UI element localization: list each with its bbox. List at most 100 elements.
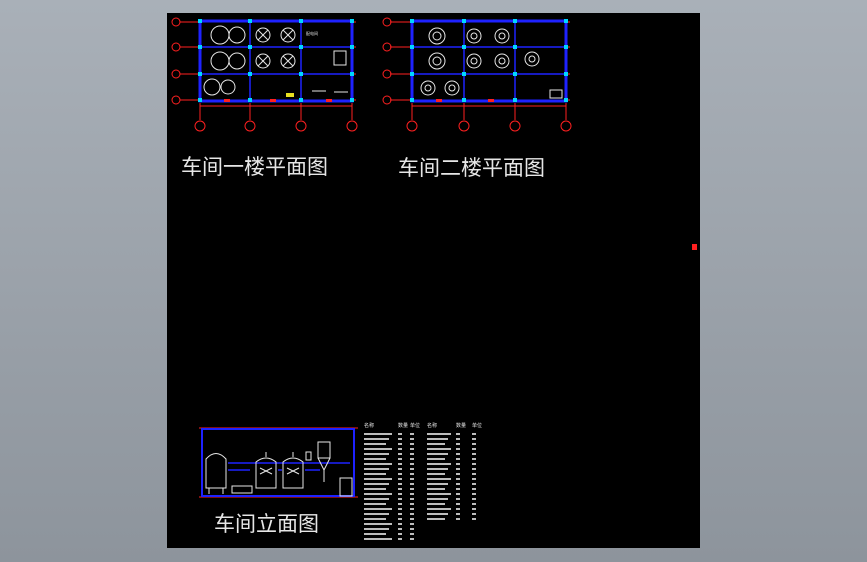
table-cell-stroke [427, 478, 451, 480]
table-cell-stroke [398, 498, 402, 500]
table-cell-stroke [398, 433, 402, 435]
table-cell-stroke [427, 453, 448, 455]
table-cell-stroke [398, 528, 402, 530]
table-cell-stroke [427, 518, 445, 520]
table-cell-stroke [410, 513, 414, 515]
equipment-table: 名称 数量 单位 名称 数量 单位 [364, 422, 482, 540]
table-cell-stroke [472, 458, 476, 460]
table-cell-stroke [427, 433, 451, 435]
table-cell-stroke [364, 448, 392, 450]
table-cell-stroke [398, 438, 402, 440]
plan1-outer-wall [198, 19, 354, 103]
table-cell-stroke [472, 518, 476, 520]
table-cell-stroke [364, 518, 386, 520]
table-cell-stroke [427, 483, 448, 485]
table-cell-stroke [472, 493, 476, 495]
plan1-inner-walls [200, 21, 352, 101]
table-cell-stroke [398, 453, 402, 455]
elevation-title: 车间立面图 [214, 512, 319, 536]
table-cell-stroke [364, 483, 389, 485]
table-cell-stroke [456, 518, 460, 520]
plan2-title: 车间二楼平面图 [398, 156, 545, 180]
table-cell-stroke [398, 523, 402, 525]
plan2-tanks [420, 27, 563, 99]
table-cell-stroke [398, 458, 402, 460]
table-cell-stroke [410, 518, 414, 520]
table-cell-stroke [364, 468, 389, 470]
table-cell-stroke [456, 463, 460, 465]
table-cell-stroke [410, 438, 414, 440]
table-cell-stroke [364, 528, 389, 530]
table-cell-stroke [364, 503, 386, 505]
table-cell-stroke [364, 478, 392, 480]
table-cell-stroke [472, 448, 476, 450]
table-header-unit-2: 单位 [472, 422, 482, 429]
table-cell-stroke [410, 483, 414, 485]
elevation-pipes [228, 462, 350, 471]
table-cell-stroke [410, 448, 414, 450]
table-cell-stroke [364, 498, 389, 500]
table-cell-stroke [398, 478, 402, 480]
table-cell-stroke [427, 458, 445, 460]
table-cell-stroke [398, 448, 402, 450]
table-cell-stroke [427, 463, 451, 465]
table-cell-stroke [472, 478, 476, 480]
table-cell-stroke [472, 498, 476, 500]
table-cell-stroke [427, 488, 445, 490]
table-cell-stroke [398, 443, 402, 445]
table-cell-stroke [364, 488, 386, 490]
table-cell-stroke [364, 523, 392, 525]
table-cell-stroke [472, 473, 476, 475]
table-header-unit-1: 单位 [410, 422, 420, 429]
table-cell-stroke [410, 488, 414, 490]
table-cell-stroke [364, 538, 392, 540]
edge-marker [692, 244, 697, 250]
table-cell-stroke [398, 463, 402, 465]
table-cell-stroke [456, 498, 460, 500]
table-cell-stroke [410, 443, 414, 445]
table-cell-stroke [410, 468, 414, 470]
table-header-qty-2: 数量 [456, 422, 466, 429]
table-cell-stroke [410, 523, 414, 525]
table-cell-stroke [410, 433, 414, 435]
table-header-name-1: 名称 [364, 422, 374, 429]
table-cell-stroke [410, 473, 414, 475]
table-cell-stroke [398, 468, 402, 470]
plan2-columns [410, 19, 568, 102]
elevation-view [199, 427, 358, 498]
table-cell-stroke [427, 438, 448, 440]
table-cell-stroke [456, 478, 460, 480]
second-floor-plan [382, 17, 572, 132]
table-cell-stroke [364, 463, 392, 465]
table-cell-stroke [427, 508, 451, 510]
table-cell-stroke [456, 493, 460, 495]
table-cell-stroke [472, 438, 476, 440]
table-cell-stroke [427, 473, 445, 475]
table-header-name-2: 名称 [427, 422, 437, 429]
table-cell-stroke [427, 498, 448, 500]
table-cell-stroke [398, 538, 402, 540]
elevation-equipment [205, 441, 353, 497]
table-cell-stroke [364, 513, 389, 515]
table-cell-stroke [427, 493, 451, 495]
table-cell-stroke [456, 448, 460, 450]
plan2-inner-walls [412, 21, 566, 101]
first-floor-plan: 配电间 [171, 17, 358, 132]
plan2-markers [436, 99, 494, 102]
table-cell-stroke [398, 503, 402, 505]
table-cell-stroke [456, 453, 460, 455]
table-cell-stroke [364, 443, 386, 445]
table-cell-stroke [427, 513, 448, 515]
plan1-room-label: 配电间 [306, 30, 318, 36]
table-cell-stroke [364, 453, 389, 455]
table-cell-stroke [472, 453, 476, 455]
table-cell-stroke [398, 473, 402, 475]
table-cell-stroke [472, 468, 476, 470]
table-header-qty-1: 数量 [398, 422, 408, 429]
table-cell-stroke [410, 498, 414, 500]
table-cell-stroke [410, 533, 414, 535]
elevation-frame [201, 428, 355, 497]
table-cell-stroke [410, 528, 414, 530]
table-cell-stroke [427, 448, 451, 450]
